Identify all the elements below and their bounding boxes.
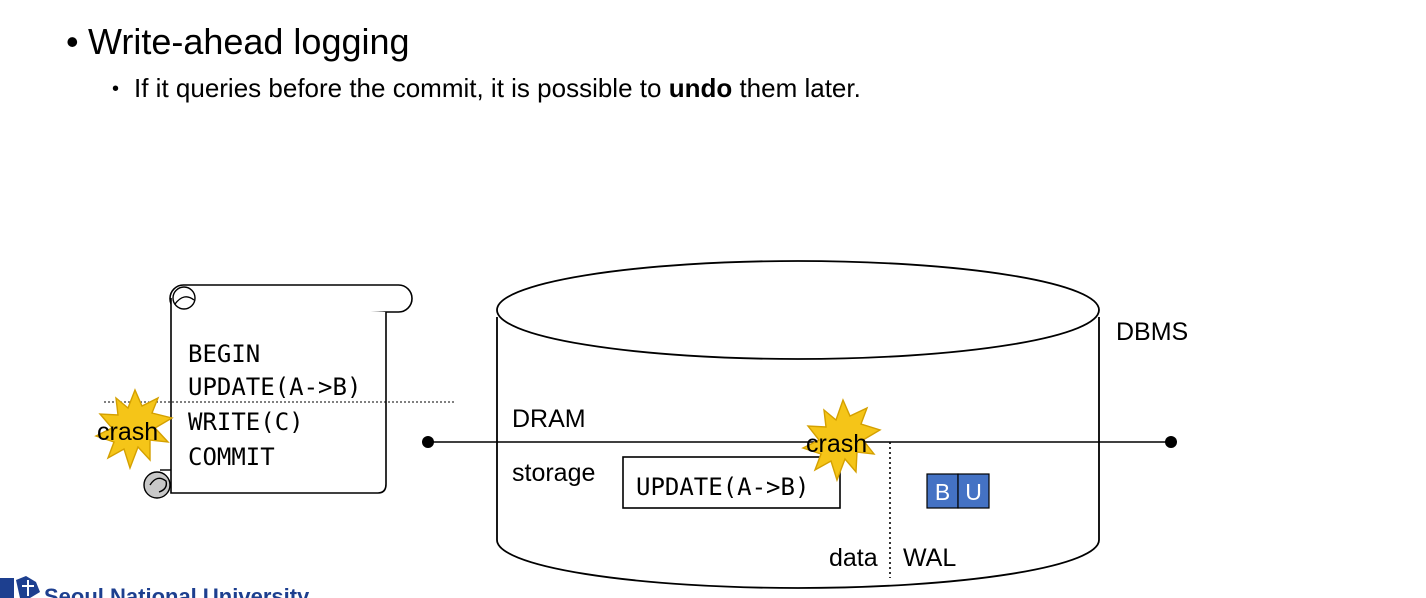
scroll-top-curl-inner bbox=[174, 296, 195, 305]
storage-label: storage bbox=[512, 459, 595, 487]
cylinder-body bbox=[496, 317, 1100, 589]
storage-entry-box bbox=[622, 456, 841, 509]
scroll-body bbox=[170, 298, 387, 494]
crash-star-icon bbox=[94, 388, 174, 471]
scroll-line-commit: COMMIT bbox=[188, 443, 275, 471]
cylinder-top bbox=[496, 260, 1100, 360]
wal-blocks: B U bbox=[926, 473, 990, 509]
scroll-line-begin: BEGIN bbox=[188, 340, 260, 368]
data-label: data bbox=[829, 544, 878, 572]
crash-label-right: crash bbox=[806, 430, 867, 458]
crash-burst-left: crash bbox=[94, 388, 174, 471]
crash-star-icon bbox=[801, 398, 882, 483]
transaction-scroll: BEGIN UPDATE(A->B) WRITE(C) COMMIT bbox=[104, 284, 455, 499]
wal-label: WAL bbox=[903, 544, 956, 572]
wal-block-begin-label: B bbox=[935, 479, 950, 505]
university-logo-icon bbox=[0, 576, 40, 598]
divider-endpoint-left bbox=[422, 436, 434, 448]
wal-block-begin bbox=[926, 473, 959, 509]
university-name: Seoul National University bbox=[44, 584, 310, 598]
dbms-cylinder bbox=[496, 260, 1100, 589]
dram-label: DRAM bbox=[512, 405, 586, 433]
dbms-label: DBMS bbox=[1116, 318, 1188, 346]
sub-bullet-text-after: them later. bbox=[732, 73, 861, 103]
scroll-bottom-curl bbox=[143, 471, 171, 499]
crash-burst-right: crash bbox=[801, 398, 882, 483]
bullet-dot: • bbox=[66, 21, 79, 62]
sub-bullet-bold-word: undo bbox=[668, 73, 733, 103]
scroll-line-update: UPDATE(A->B) bbox=[188, 373, 361, 401]
slide-title-text: Write-ahead logging bbox=[88, 21, 410, 62]
scroll-bottom-curl-inner bbox=[149, 477, 168, 493]
scroll-line-write: WRITE(C) bbox=[188, 408, 304, 436]
wal-block-update bbox=[957, 473, 990, 509]
divider-endpoint-right bbox=[1165, 436, 1177, 448]
scroll-top-curl bbox=[172, 286, 196, 310]
sub-bullet-text-before: If it queries before the commit, it is p… bbox=[134, 73, 669, 103]
crash-label-left: crash bbox=[97, 418, 158, 446]
sub-bullet: • If it queries before the commit, it is … bbox=[112, 72, 861, 105]
wal-block-update-label: U bbox=[965, 479, 982, 505]
sub-bullet-dot: • bbox=[112, 78, 120, 100]
footer-logo: Seoul National University bbox=[0, 572, 360, 598]
storage-entry-text: UPDATE(A->B) bbox=[636, 473, 809, 501]
slide-title: •Write-ahead logging bbox=[66, 20, 410, 64]
